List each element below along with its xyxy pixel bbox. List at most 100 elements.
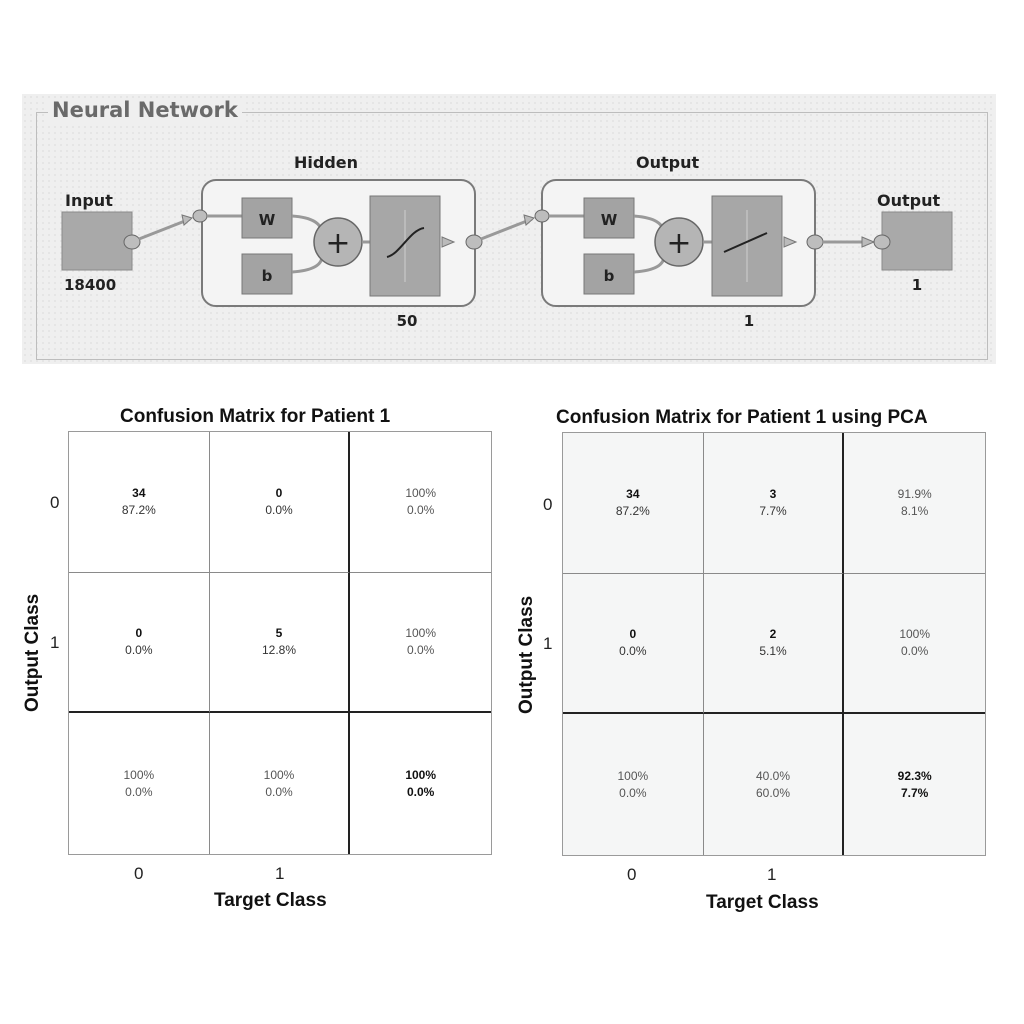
cell-count: 34	[132, 485, 146, 500]
arrow-icon	[523, 214, 536, 226]
y-tick-1: 1	[543, 634, 553, 653]
matrix-cell-0-1: 3 7.7%	[703, 433, 845, 574]
cell-percent: 7.7%	[759, 503, 787, 518]
arrow-icon	[861, 236, 876, 248]
neural-network-frame	[36, 112, 988, 360]
cell-count: 3	[769, 486, 777, 501]
cell-error: 7.7%	[900, 785, 929, 800]
arrow-icon	[181, 214, 194, 226]
output-weight-block	[583, 197, 635, 239]
cell-error: 0.0%	[265, 784, 293, 799]
matrix-cell-2-1: 100% 0.0%	[210, 713, 351, 854]
chart-title: Confusion Matrix for Patient 1 using PCA	[556, 407, 928, 428]
x-tick-1: 1	[767, 865, 777, 884]
cell-accuracy: 100%	[405, 625, 437, 640]
matrix-cell-0-0: 34 87.2%	[69, 432, 210, 573]
matrix-cell-0-2: 91.9% 8.1%	[844, 433, 985, 574]
output-bias-block	[583, 253, 635, 295]
cell-accuracy: 100%	[617, 768, 649, 783]
cell-accuracy: 92.3%	[897, 768, 932, 783]
cell-error: 0.0%	[406, 784, 435, 799]
cell-error: 0.0%	[900, 643, 929, 658]
cell-accuracy: 100%	[123, 767, 155, 782]
x-axis-label: Target Class	[706, 892, 819, 913]
y-axis-label: Output Class	[516, 595, 537, 714]
output-layer-label: Output	[636, 153, 699, 172]
cell-accuracy: 100%	[405, 485, 437, 500]
plus-icon: +	[325, 226, 350, 261]
cell-accuracy: 100%	[899, 626, 931, 641]
cell-percent: 87.2%	[121, 502, 156, 517]
output-weight-label: W	[601, 211, 618, 229]
linear-icon	[723, 232, 768, 253]
y-tick-1: 1	[50, 633, 60, 652]
input-size: 18400	[64, 276, 116, 294]
neural-network-panel: Neural Network Input 18400 Hidden W b +	[22, 94, 996, 364]
y-axis-label: Output Class	[22, 593, 43, 712]
cell-count: 0	[629, 626, 637, 641]
hidden-layer-label: Hidden	[294, 153, 358, 172]
hidden-bias-block	[241, 253, 293, 295]
output-port	[873, 234, 891, 250]
plus-icon: +	[666, 226, 691, 261]
matrix-cell-1-1: 2 5.1%	[703, 573, 845, 715]
cell-error: 0.0%	[619, 785, 647, 800]
matrix-cell-0-0: 34 87.2%	[563, 433, 704, 574]
output-block	[881, 211, 953, 271]
cell-percent: 5.1%	[759, 643, 787, 658]
matrix-cell-2-2: 100% 0.0%	[350, 713, 491, 854]
sigmoid-icon	[386, 227, 425, 258]
cell-count: 0	[275, 485, 283, 500]
input-block	[61, 211, 133, 271]
matrix-cell-1-2: 100% 0.0%	[350, 573, 491, 714]
cell-count: 2	[769, 626, 777, 641]
input-port	[123, 234, 141, 250]
hidden-weight-label: W	[259, 211, 276, 229]
neural-network-title: Neural Network	[48, 98, 242, 122]
cell-percent: 0.0%	[619, 643, 647, 658]
output-label: Output	[877, 191, 940, 210]
input-label: Input	[65, 191, 113, 210]
cell-percent: 0.0%	[265, 502, 293, 517]
cell-accuracy: 91.9%	[897, 486, 932, 501]
cell-error: 0.0%	[406, 642, 435, 657]
cell-error: 0.0%	[125, 784, 153, 799]
cell-count: 34	[626, 486, 640, 501]
cell-percent: 0.0%	[125, 642, 153, 657]
cell-count: 5	[275, 625, 283, 640]
hidden-bias-label: b	[262, 267, 273, 285]
output-bias-label: b	[604, 267, 615, 285]
cell-count: 0	[135, 625, 143, 640]
matrix-cell-1-0: 0 0.0%	[69, 572, 210, 714]
cell-percent: 87.2%	[615, 503, 650, 518]
y-tick-0: 0	[50, 493, 60, 512]
matrix-cell-1-0: 0 0.0%	[563, 573, 704, 715]
cell-accuracy: 100%	[405, 767, 437, 782]
hidden-weight-block	[241, 197, 293, 239]
matrix-cell-2-2: 92.3% 7.7%	[844, 714, 985, 855]
matrix-cell-0-1: 0 0.0%	[209, 432, 351, 573]
matrix-cell-1-1: 5 12.8%	[209, 572, 351, 714]
x-tick-0: 0	[134, 864, 144, 883]
output-layer-units: 1	[744, 312, 754, 330]
matrix-cell-2-1: 40.0% 60.0%	[704, 714, 845, 855]
network-diagram: Input 18400 Hidden W b + 50 Output W	[61, 153, 953, 330]
cell-error: 0.0%	[406, 502, 435, 517]
matrix-cell-2-0: 100% 0.0%	[69, 713, 210, 854]
x-axis-label: Target Class	[214, 890, 327, 911]
cell-percent: 12.8%	[261, 642, 296, 657]
cell-accuracy: 40.0%	[755, 768, 790, 783]
x-tick-0: 0	[627, 865, 637, 884]
output-size: 1	[912, 276, 922, 294]
cell-error: 8.1%	[900, 503, 929, 518]
cell-error: 60.0%	[755, 785, 790, 800]
matrix-cell-2-0: 100% 0.0%	[563, 714, 704, 855]
chart-title: Confusion Matrix for Patient 1	[120, 406, 391, 427]
matrix-cell-0-2: 100% 0.0%	[350, 432, 491, 573]
cell-accuracy: 100%	[263, 767, 295, 782]
x-tick-1: 1	[275, 864, 285, 883]
hidden-units: 50	[397, 312, 418, 330]
y-tick-0: 0	[543, 495, 553, 514]
